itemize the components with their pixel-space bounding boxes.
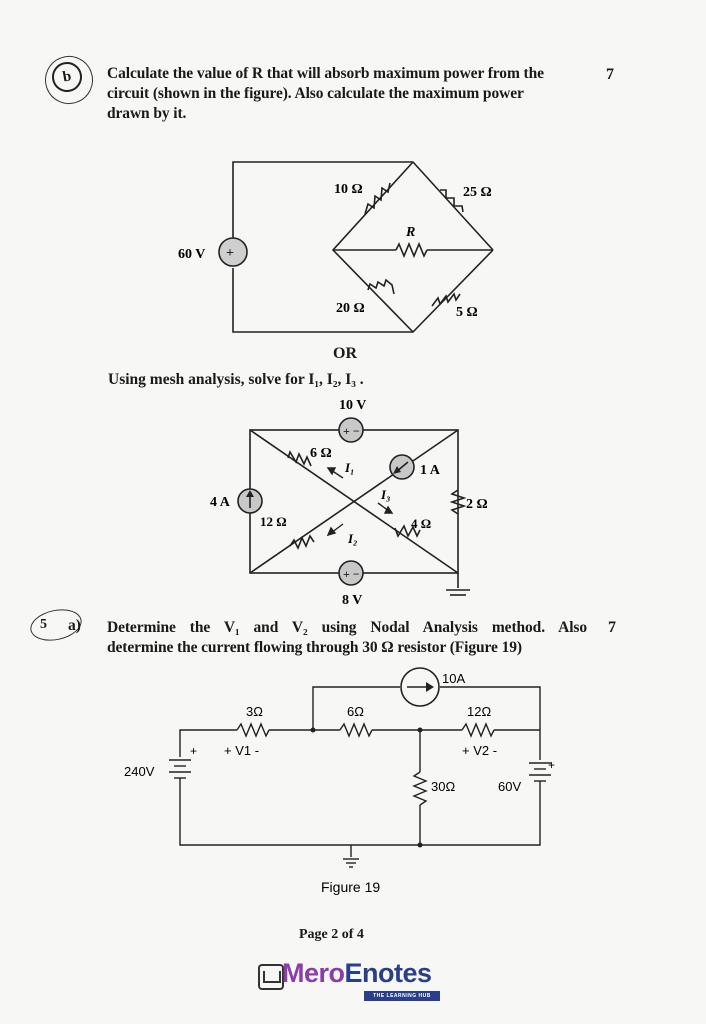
resistor-label: 10 Ω: [334, 182, 363, 197]
voltage-label: + V2 -: [462, 743, 497, 758]
figure-caption: Figure 19: [321, 879, 380, 895]
meroenotes-logo: MeroEnotes THE LEARNING HUB: [256, 958, 442, 1006]
svg-text:+ −: + −: [343, 424, 360, 438]
question-number: 5: [40, 617, 47, 632]
mesh-current-label: I₂: [347, 531, 358, 546]
source-label: 60 V: [178, 247, 205, 262]
question-line: drawn by it.: [107, 105, 187, 122]
source-label: 1 A: [420, 463, 441, 478]
logo-text-mero: Mero: [282, 958, 345, 988]
resistor-label: 2 Ω: [466, 497, 488, 512]
source-label: 4 A: [210, 495, 231, 510]
resistor-label: 6 Ω: [310, 446, 332, 461]
marks: 7: [608, 619, 616, 636]
mesh-instruction: Using mesh analysis, solve for I₁, I₂, I…: [108, 371, 364, 388]
resistor-label: 5 Ω: [456, 305, 478, 320]
page-number: Page 2 of 4: [299, 927, 364, 942]
resistor-label: 20 Ω: [336, 301, 365, 316]
source-label: 10 V: [339, 398, 366, 413]
source-label: 10A: [442, 671, 465, 686]
resistor-label: 12Ω: [467, 704, 491, 719]
cap-icon: [258, 964, 284, 990]
resistor-label: 4 Ω: [411, 516, 431, 531]
svg-text:+: +: [548, 758, 555, 772]
question-text: Determine the V₁ and V₂ using Nodal Anal…: [107, 618, 587, 658]
question-text: Calculate the value of R that will absor…: [107, 64, 544, 124]
logo-text-enotes: Enotes: [344, 958, 433, 988]
question-label: a): [68, 617, 81, 634]
voltage-source-icon: [338, 417, 364, 443]
voltage-label: + V1 -: [224, 743, 259, 758]
or-divider: OR: [333, 345, 357, 362]
source-label: 240V: [124, 764, 155, 779]
logo-tagline: THE LEARNING HUB: [364, 991, 440, 1001]
question-line: determine the current flowing through 30…: [107, 639, 522, 656]
svg-text:+: +: [226, 246, 234, 261]
svg-text:+ −: + −: [343, 567, 360, 581]
source-label: 8 V: [342, 593, 362, 608]
resistor-label: R: [405, 225, 415, 240]
question-line: Determine the V₁ and V₂ using Nodal Anal…: [107, 619, 587, 636]
mesh-current-label: I₁: [344, 460, 355, 475]
resistor-label: 6Ω: [347, 704, 364, 719]
resistor-label: 30Ω: [431, 779, 455, 794]
marks: 7: [606, 66, 614, 83]
voltage-source-icon: [338, 560, 364, 586]
resistor-label: 3Ω: [246, 704, 263, 719]
svg-text:+: +: [190, 744, 197, 758]
question-line: circuit (shown in the figure). Also calc…: [107, 85, 524, 102]
question-line: Calculate the value of R that will absor…: [107, 65, 544, 82]
resistor-label: 25 Ω: [463, 185, 492, 200]
source-label: 60V: [498, 779, 521, 794]
mesh-current-label: I₃: [380, 487, 391, 502]
voltage-source-icon: [218, 237, 248, 267]
resistor-label: 12 Ω: [260, 514, 287, 529]
